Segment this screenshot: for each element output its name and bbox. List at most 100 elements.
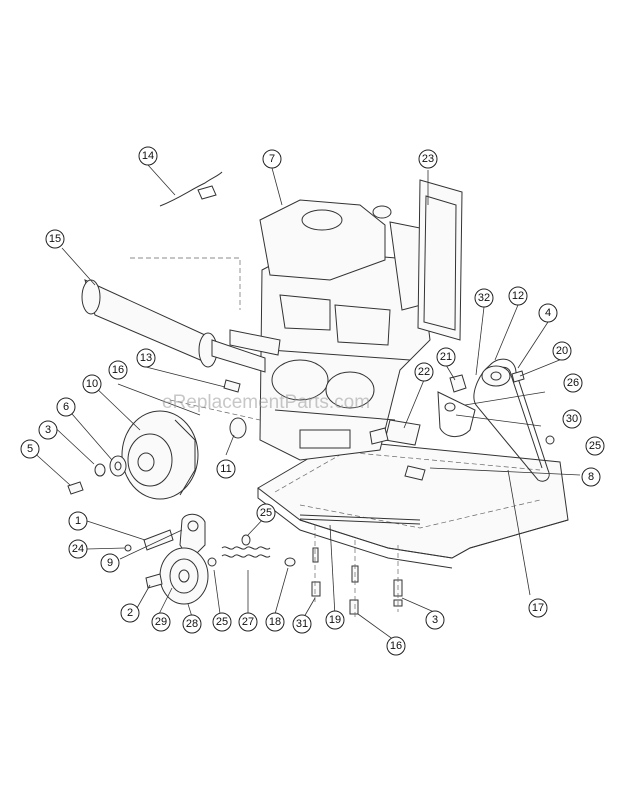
callout-25a: 25: [212, 612, 232, 632]
svg-text:12: 12: [512, 290, 524, 302]
bolt-5: [67, 481, 84, 495]
spacer-11: [229, 417, 247, 439]
callout-19: 19: [325, 610, 345, 630]
svg-text:24: 24: [72, 543, 84, 555]
svg-text:9: 9: [107, 557, 113, 569]
eyebolt-18: [284, 557, 296, 567]
shoulder-bolt-1: [143, 529, 174, 551]
svg-text:4: 4: [545, 307, 551, 319]
callout-3b: 3: [425, 610, 445, 630]
bolt-4: [511, 370, 525, 383]
leader-lines: [29, 164, 581, 641]
bolt-2: [145, 573, 163, 589]
rod: [299, 514, 421, 525]
callout-27: 27: [238, 612, 258, 632]
svg-text:3: 3: [45, 424, 51, 436]
callout-5: 5: [20, 439, 40, 459]
bolt-32: [449, 374, 467, 393]
bolt-16b: [349, 565, 359, 615]
engine: [259, 199, 441, 461]
svg-text:16: 16: [390, 640, 402, 652]
callout-29: 29: [151, 612, 171, 632]
svg-text:23: 23: [422, 153, 434, 165]
washer-24: [124, 544, 132, 552]
svg-text:25: 25: [216, 616, 228, 628]
callout-7: 7: [262, 149, 282, 169]
svg-text:3: 3: [432, 614, 438, 626]
electric-clutch: [121, 410, 199, 500]
watermark: eReplacementParts.com: [162, 392, 370, 413]
callout-10: 10: [82, 374, 102, 394]
svg-text:21: 21: [440, 351, 452, 363]
engine-pulley: [481, 365, 511, 387]
callout-13: 13: [136, 348, 156, 368]
svg-text:2: 2: [127, 607, 133, 619]
bracket-30: [384, 419, 421, 446]
svg-text:18: 18: [269, 616, 281, 628]
callout-11: 11: [216, 459, 236, 479]
callout-15: 15: [45, 229, 65, 249]
callout-30: 30: [562, 409, 582, 429]
callout-14: 14: [138, 146, 158, 166]
svg-text:11: 11: [220, 463, 231, 475]
svg-text:25: 25: [589, 440, 601, 452]
muffler: [81, 279, 281, 373]
svg-text:22: 22: [418, 366, 430, 378]
callout-23: 23: [418, 149, 438, 169]
belt-guide: [437, 391, 476, 437]
svg-text:31: 31: [296, 618, 308, 630]
svg-text:29: 29: [155, 616, 167, 628]
svg-text:27: 27: [242, 616, 254, 628]
bolt-31: [311, 547, 321, 597]
callout-17: 17: [528, 598, 548, 618]
callout-6: 6: [56, 397, 76, 417]
svg-text:6: 6: [63, 401, 69, 413]
callout-18: 18: [265, 612, 285, 632]
callout-16a: 16: [108, 360, 128, 380]
svg-text:15: 15: [49, 233, 61, 245]
svg-text:25: 25: [260, 507, 272, 519]
callout-26: 26: [563, 373, 583, 393]
callout-32: 32: [474, 288, 494, 308]
svg-text:19: 19: [329, 614, 341, 626]
fitting-8: [404, 465, 426, 481]
callout-22: 22: [414, 362, 434, 382]
nut-25b: [241, 534, 251, 546]
fitting-22: [369, 427, 389, 445]
callout-28: 28: [182, 614, 202, 634]
callout-16b: 16: [386, 636, 406, 656]
callout-21: 21: [436, 347, 456, 367]
callout-12: 12: [508, 286, 528, 306]
idler-pulley: [159, 547, 209, 605]
nut-25c: [545, 435, 555, 445]
callout-1: 1: [68, 511, 88, 531]
callout-4: 4: [538, 303, 558, 323]
callout-2: 2: [120, 603, 140, 623]
key-13: [223, 379, 241, 393]
svg-text:32: 32: [478, 292, 490, 304]
callout-3a: 3: [38, 420, 58, 440]
washer-6: [109, 455, 127, 477]
svg-text:16: 16: [112, 364, 124, 376]
svg-text:28: 28: [186, 618, 198, 630]
callout-25c: 25: [585, 436, 605, 456]
callout-25b: 25: [256, 503, 276, 523]
svg-text:20: 20: [556, 345, 568, 357]
callout-20: 20: [552, 341, 572, 361]
spring: [221, 546, 271, 558]
svg-text:13: 13: [140, 352, 152, 364]
callout-24: 24: [68, 539, 88, 559]
svg-text:8: 8: [588, 471, 594, 483]
radiator-panel: [417, 179, 463, 341]
svg-text:30: 30: [566, 413, 578, 425]
svg-text:5: 5: [27, 443, 33, 455]
svg-text:7: 7: [269, 153, 275, 165]
svg-text:10: 10: [86, 378, 98, 390]
callout-9: 9: [100, 553, 120, 573]
throttle-cable: [159, 171, 223, 207]
svg-text:14: 14: [142, 150, 154, 162]
callout-31: 31: [292, 614, 312, 634]
bolt-26: [444, 402, 456, 412]
washer-3a: [94, 463, 106, 477]
